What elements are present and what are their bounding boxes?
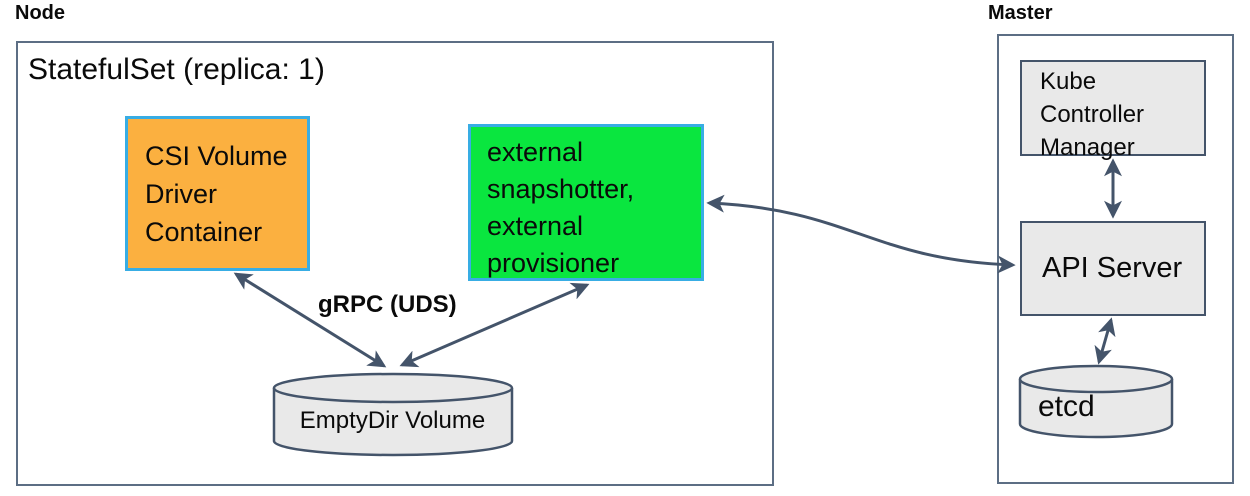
csi-box-line: Container [145, 217, 263, 247]
node-group-label: Node [15, 2, 65, 24]
csi-box-line: CSI Volume [145, 141, 288, 171]
statefulset-title: StatefulSet (replica: 1) [28, 53, 325, 86]
master-group-label: Master [988, 2, 1053, 24]
csi-box-line: Driver [145, 179, 217, 209]
sidecar-box-line: snapshotter, [487, 174, 635, 204]
sidecars-to-emptydir-arrow [399, 282, 590, 368]
etcd-cylinder [1018, 364, 1174, 439]
kcm-box-line: Controller [1040, 101, 1145, 128]
api-server-box: API Server [1020, 221, 1206, 316]
csi-to-emptydir-arrow [233, 272, 387, 368]
csi-volume-driver-box: CSI Volume Driver Container [125, 116, 310, 271]
sidecar-box-line: external [487, 211, 584, 241]
etcd-label: etcd [1038, 390, 1095, 423]
kube-controller-manager-box: Kube Controller Manager [1020, 60, 1206, 161]
emptydir-volume-cylinder [272, 372, 514, 457]
api-server-to-etcd-arrow [1094, 317, 1116, 365]
emptydir-volume-label: EmptyDir Volume [299, 407, 486, 434]
api-server-label: API Server [1042, 252, 1183, 284]
kcm-box-line: Kube [1040, 68, 1097, 95]
sidecar-box-line: provisioner [487, 248, 620, 278]
kcm-box-line: Manager [1040, 134, 1135, 161]
sidecar-box-line: external [487, 137, 584, 167]
external-sidecars-box: external snapshotter, external provision… [468, 124, 704, 281]
sidecars-to-api-server-arrow [706, 194, 1016, 274]
grpc-uds-label: gRPC (UDS) [318, 291, 457, 318]
